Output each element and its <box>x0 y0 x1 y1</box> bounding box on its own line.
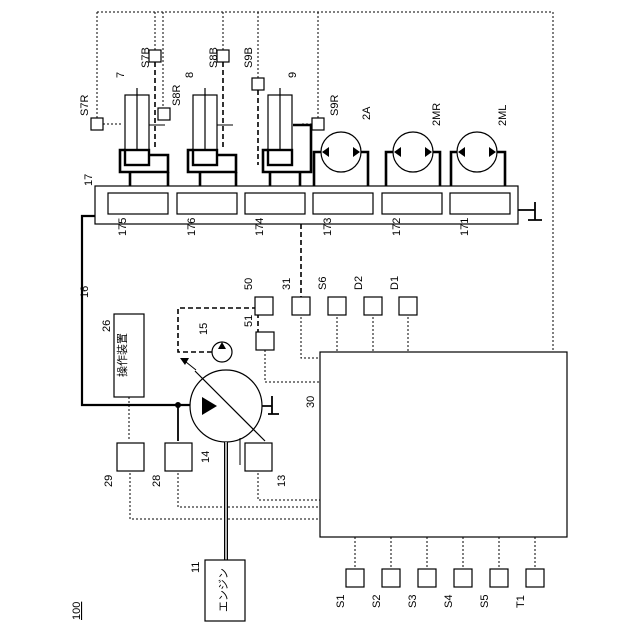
label-s7r: S7R <box>79 95 91 116</box>
label-controller-ref: 30 <box>305 396 317 408</box>
cylinder-8 <box>188 88 236 172</box>
label-spool-175: 175 <box>117 218 129 236</box>
engine-label: エンジン <box>217 568 230 612</box>
sensor-d1 <box>399 297 417 315</box>
label-s9b: S9B <box>243 47 255 68</box>
motor-2ml <box>451 132 505 190</box>
motor-2a <box>314 132 368 190</box>
cylinder-7 <box>120 88 168 172</box>
label-sensor-d1: D1 <box>389 276 401 290</box>
label-spool-173: 173 <box>322 218 334 236</box>
control-valve <box>95 186 542 224</box>
sensor-51 <box>256 332 274 350</box>
label-sensor-s3: S3 <box>407 595 419 608</box>
sensor-s7r <box>91 118 103 130</box>
sensor-s1 <box>346 569 364 587</box>
motor-2mr <box>386 132 440 190</box>
sensor-s9b <box>252 78 264 90</box>
label-valve-ref: 17 <box>83 174 95 186</box>
label-op-device-ref: 26 <box>101 320 113 332</box>
label-s9r: S9R <box>329 95 341 116</box>
spool-176 <box>177 193 237 214</box>
label-s8b: S8B <box>208 47 220 68</box>
spool-174 <box>245 193 305 214</box>
operation-device-label: 操作装置 <box>115 333 129 377</box>
sensor-t1 <box>526 569 544 587</box>
spool-173 <box>313 193 373 214</box>
sensor-s9r <box>312 118 324 130</box>
sensor-s3 <box>418 569 436 587</box>
spool-171 <box>450 193 510 214</box>
sensor-28 <box>165 443 192 471</box>
label-spool-174: 174 <box>254 218 266 236</box>
label-fig-number: 100 <box>71 602 83 620</box>
label-sensor-s4: S4 <box>443 595 455 608</box>
label-sensor-31: 31 <box>281 278 293 290</box>
label-sensor51-ref: 51 <box>243 315 255 327</box>
sensor-d2 <box>364 297 382 315</box>
label-sensor-d2: D2 <box>353 276 365 290</box>
label-cyl-7: 7 <box>115 72 127 78</box>
label-pump-ref: 14 <box>200 451 212 463</box>
label-s7b: S7B <box>140 47 152 68</box>
label-sensor-s5: S5 <box>479 595 491 608</box>
sensor-13 <box>245 443 272 471</box>
sensor-31 <box>292 297 310 315</box>
label-spool-172: 172 <box>391 218 403 236</box>
label-spool-176: 176 <box>186 218 198 236</box>
label-sensor-s6: S6 <box>317 277 329 290</box>
label-sensor-13: 13 <box>276 475 288 487</box>
label-sensor-50: 50 <box>243 278 255 290</box>
sensor-s4 <box>454 569 472 587</box>
sensor-s8r <box>158 108 170 120</box>
sensor-s2 <box>382 569 400 587</box>
label-motor-2mr: 2MR <box>431 103 443 126</box>
label-sensor-28: 28 <box>151 475 163 487</box>
label-cyl-8: 8 <box>184 72 196 78</box>
label-line-ref: 16 <box>79 286 91 298</box>
label-s8r: S8R <box>171 85 183 106</box>
sensor-s5 <box>490 569 508 587</box>
label-pilot-pump-ref: 15 <box>198 323 210 335</box>
label-engine-ref: 11 <box>190 562 202 573</box>
label-sensor-s1: S1 <box>335 595 347 608</box>
spool-172 <box>382 193 442 214</box>
label-sensor-29: 29 <box>103 475 115 487</box>
label-spool-171: 171 <box>459 218 471 236</box>
sensor-50 <box>255 297 273 315</box>
label-cyl-9: 9 <box>287 72 299 78</box>
label-sensor-t1: T1 <box>515 595 527 608</box>
controller <box>320 352 567 537</box>
label-motor-2a: 2A <box>361 106 373 120</box>
spool-175 <box>108 193 168 214</box>
label-sensor-s2: S2 <box>371 595 383 608</box>
sensor-29 <box>117 443 144 471</box>
label-motor-2ml: 2ML <box>497 105 509 126</box>
cylinder-9 <box>263 88 311 172</box>
sensor-s6 <box>328 297 346 315</box>
